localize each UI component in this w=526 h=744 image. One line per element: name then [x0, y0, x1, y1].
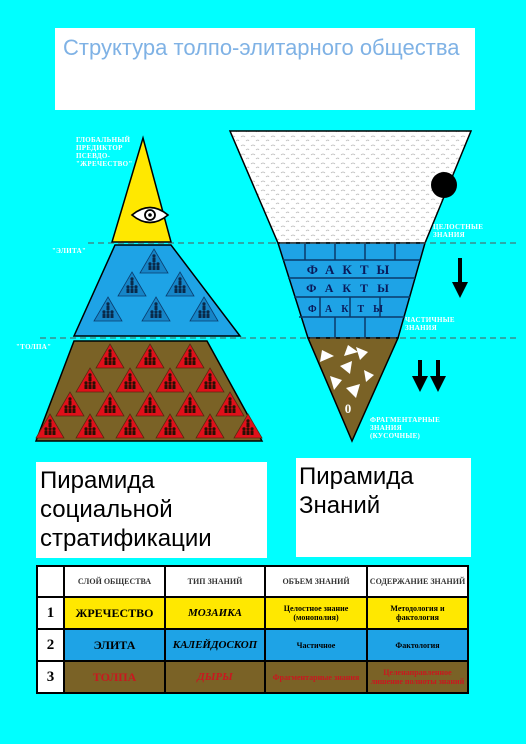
eye-icon [130, 206, 170, 224]
label-partial-knowledge: Частичные знания [405, 316, 455, 332]
row-number: 2 [36, 628, 65, 662]
stratification-table: СЛОЙ ОБЩЕСТВА ТИП ЗНАНИЙ ОБЪЕМ ЗНАНИЙ СО… [36, 565, 469, 694]
label-whole-knowledge: Целостные знания [433, 223, 484, 239]
facts-row-1: ФАКТЫ [292, 261, 412, 277]
row-layer: ЖРЕЧЕСТВО [63, 596, 166, 630]
facts-row-2: ФАКТЫ [306, 281, 398, 295]
label-elite: "Элита" [52, 247, 87, 255]
row-content: Методология и фактология [366, 596, 469, 630]
row-volume: Фрагментарные знания [264, 660, 368, 694]
row-layer: ЭЛИТА [63, 628, 166, 662]
row-number: 3 [36, 660, 65, 694]
page-title: Структура толпо-элитарного общества [63, 35, 460, 60]
caption-knowledge-pyramid: Пирамида Знаний [299, 463, 414, 519]
table-row: 3 ТОЛПА ДЫРЫ Фрагментарные знания Целена… [36, 660, 469, 694]
facts-word-3: ФАКТЫ [308, 304, 392, 315]
row-volume: Частичное [264, 628, 368, 662]
table-row: 2 ЭЛИТА КАЛЕЙДОСКОП Частичное Фактология [36, 628, 469, 662]
fragment-symbol: 0 [345, 401, 352, 416]
caption-panel-knowledge [296, 458, 471, 557]
header-layer: СЛОЙ ОБЩЕСТВА [63, 565, 166, 598]
facts-row-3: ФАКТЫ [308, 304, 392, 315]
double-down-arrow-icon [412, 360, 446, 392]
down-arrow-icon [452, 258, 468, 298]
fragment-shards [320, 345, 374, 398]
row-number: 1 [36, 596, 65, 630]
header-type: ТИП ЗНАНИЙ [164, 565, 266, 598]
row-content: Целенаправленное лишение полноты знаний [366, 660, 469, 694]
row-type: МОЗАИКА [164, 596, 266, 630]
header-volume: ОБЪЕМ ЗНАНИЙ [264, 565, 368, 598]
label-crowd: "Толпа" [16, 343, 52, 351]
social-pyramid [34, 135, 270, 442]
row-content: Фактология [366, 628, 469, 662]
row-type: КАЛЕЙДОСКОП [164, 628, 266, 662]
facts-word-1: ФАКТЫ [307, 262, 398, 277]
row-layer: ТОЛПА [63, 660, 166, 694]
table-row: 1 ЖРЕЧЕСТВО МОЗАИКА Целостное знание (мо… [36, 596, 469, 630]
pyramids-diagram: ФАКТЫ ФАКТЫ ФАКТЫ 0 [34, 130, 520, 443]
label-fragment-knowledge: Фрагментарные знания (кусочные) [370, 416, 441, 440]
black-ball-icon [431, 172, 457, 198]
row-volume: Целостное знание (монополия) [264, 596, 368, 630]
caption-social-pyramid: Пирамида социальной стратификации [40, 467, 212, 552]
label-global-predictor: Глобальный предиктор Псевдо-"жречество" [76, 136, 133, 168]
facts-word-2: ФАКТЫ [306, 281, 398, 295]
header-content: СОДЕРЖАНИЕ ЗНАНИЙ [366, 565, 469, 598]
table-corner-cell [36, 565, 65, 598]
crowd-layer [34, 340, 264, 442]
title-panel [55, 28, 475, 110]
table-header-row: СЛОЙ ОБЩЕСТВА ТИП ЗНАНИЙ ОБЪЕМ ЗНАНИЙ СО… [36, 565, 469, 598]
row-type: ДЫРЫ [164, 660, 266, 694]
knowledge-pyramid: ФАКТЫ ФАКТЫ ФАКТЫ 0 [228, 130, 520, 443]
caption-panel-social [36, 462, 267, 558]
